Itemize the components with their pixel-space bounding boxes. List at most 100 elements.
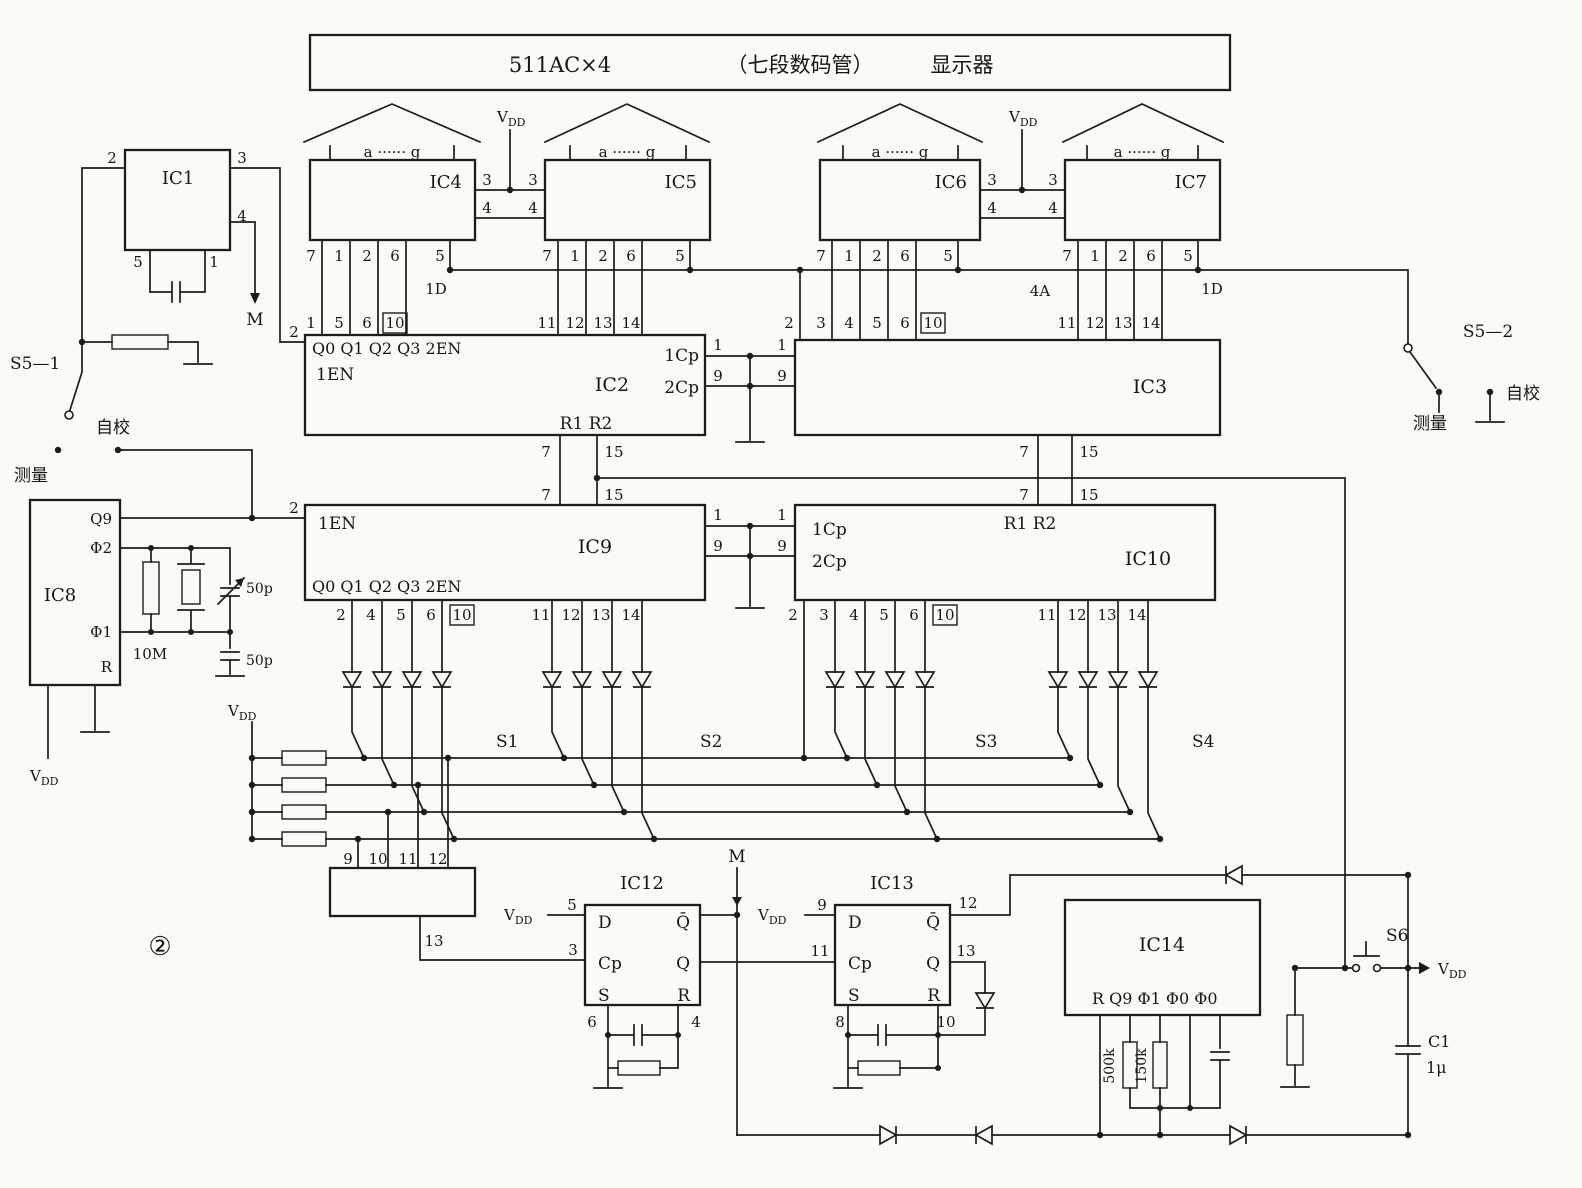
scan-bus: VDD 9 10 11 12 — [227, 702, 1161, 869]
ic8-label: IC8 — [44, 585, 76, 606]
pin-label: 9 — [817, 896, 827, 914]
pin-label: 5 — [879, 606, 889, 624]
cap-value: 1μ — [1426, 1058, 1447, 1077]
pin-label: 1 — [1090, 247, 1100, 265]
pin-label: 4 — [1048, 199, 1058, 217]
vdd-label: VDD — [757, 906, 787, 927]
resistor-label: 500k — [1102, 1048, 1118, 1084]
cap-label: 50p — [246, 653, 273, 669]
net-label-4a: 4A — [1030, 282, 1051, 300]
ff-r: R — [927, 986, 941, 1006]
selfcal-label: 自校 — [1506, 384, 1540, 404]
pin-label: 5 — [675, 247, 685, 265]
pin-label: 5 — [872, 314, 882, 332]
pin-label: 5 — [567, 896, 577, 914]
pin-label: 11 — [1037, 606, 1056, 624]
arrow-right — [1419, 962, 1430, 974]
net-label-m: M — [246, 310, 263, 330]
ic6-label: IC6 — [935, 172, 967, 193]
cap-label: C1 — [1428, 1032, 1450, 1051]
pin-label: 1 — [570, 247, 580, 265]
pin-label: 6 — [909, 606, 919, 624]
pin-label: 10 — [368, 850, 387, 868]
ff-d: D — [848, 913, 862, 933]
pin-label: 1 — [306, 314, 316, 332]
ic2-box — [303, 333, 707, 437]
pin-label: 2 — [872, 247, 882, 265]
encoder: 13 3 — [328, 866, 586, 961]
ic13-label: IC13 — [870, 873, 914, 894]
pin-label: 9 — [777, 537, 787, 555]
s5-2-pole — [1403, 343, 1413, 353]
ic14-label: IC14 — [1139, 934, 1185, 956]
ic12-box — [583, 903, 702, 1007]
ic2-q-row: Q0 Q1 Q2 Q3 2EN — [312, 339, 461, 358]
pin-label: 4 — [528, 199, 538, 217]
pin-label: 6 — [426, 606, 436, 624]
pin-label: 3 — [482, 171, 492, 189]
ic1-label: IC1 — [162, 168, 194, 189]
net-label-m: M — [728, 847, 745, 867]
pin-label: 6 — [900, 314, 910, 332]
pin-label: 1 — [334, 247, 344, 265]
pin-label: 3 — [1048, 171, 1058, 189]
pin-label: 1 — [713, 506, 723, 524]
pin-label: 6 — [900, 247, 910, 265]
arrow-down — [250, 293, 260, 304]
pin-label: 4 — [237, 207, 247, 225]
ic1-box — [123, 148, 232, 252]
ic6-box — [818, 158, 982, 242]
pin-label: 2 — [362, 247, 372, 265]
pin-label: 5 — [334, 314, 344, 332]
pin-label: 13 — [956, 942, 975, 960]
ic8-phi2: Φ2 — [90, 539, 112, 557]
figure-number: ② — [148, 932, 171, 962]
resistor — [111, 334, 169, 350]
pin-label: 11 — [810, 942, 829, 960]
ic4-label: IC4 — [430, 172, 462, 193]
boxed-pin — [932, 604, 958, 626]
banner-box — [308, 33, 1232, 92]
ic2-1en: 1EN — [316, 365, 354, 385]
ff-q: Q — [926, 954, 940, 974]
pin-label: 7 — [541, 486, 551, 504]
pin-label: 3 — [816, 314, 826, 332]
pin-label: 3 — [987, 171, 997, 189]
ic12-cluster: IC12 D Q̄ Cp Q S R 5 6 4 M VDD — [503, 847, 836, 1136]
pin-label: 2 — [289, 499, 299, 517]
vdd-label: VDD — [29, 767, 59, 788]
pin-label: 7 — [1019, 443, 1029, 461]
pin-label: 2 — [598, 247, 608, 265]
ic8-r: R — [101, 658, 113, 676]
pin-label: 10 — [935, 606, 954, 624]
trim-arrow — [235, 578, 244, 587]
pin-label: 13 — [593, 314, 612, 332]
resistor — [1122, 1041, 1138, 1089]
driver-ics: IC4 IC5 IC6 IC7 3 3 4 4 3 3 4 4 VDD VDD — [308, 108, 1222, 242]
ff-qbar: Q̄ — [926, 911, 940, 933]
ic10-2cp: 2Cp — [812, 552, 847, 572]
ff-s: S — [598, 986, 610, 1006]
pin-label: 12 — [561, 606, 580, 624]
resistor — [281, 777, 327, 793]
pin-label: 10 — [385, 314, 404, 332]
ic14-pin-row: R Q9 Φ1 Φ0 Φ0 — [1092, 989, 1218, 1008]
diode-switch-matrix: 2 4 5 6 10 11 12 13 14 2 3 4 5 6 10 11 1… — [336, 599, 1214, 843]
pin-label: 1 — [209, 253, 219, 271]
pin-label: 7 — [541, 443, 551, 461]
measure-label: 测量 — [14, 466, 48, 486]
ic9-box — [303, 503, 707, 602]
pin-label: 12 — [1067, 606, 1086, 624]
net-label-1d: 1D — [1201, 280, 1223, 298]
pin-label: 1 — [777, 336, 787, 354]
counter-ics: Q0 Q1 Q2 Q3 2EN 1EN IC2 1Cp 2Cp R1 R2 2 … — [289, 323, 1346, 969]
pin-label: 3 — [819, 606, 829, 624]
pin-label: 3 — [568, 941, 578, 959]
vdd-label: VDD — [1437, 960, 1467, 981]
pin-label: 10 — [923, 314, 942, 332]
ic8-box — [28, 498, 122, 687]
pin-label: 6 — [626, 247, 636, 265]
pin-label: 11 — [1057, 314, 1076, 332]
pin-label: 5 — [943, 247, 953, 265]
pin-label: 4 — [482, 199, 492, 217]
